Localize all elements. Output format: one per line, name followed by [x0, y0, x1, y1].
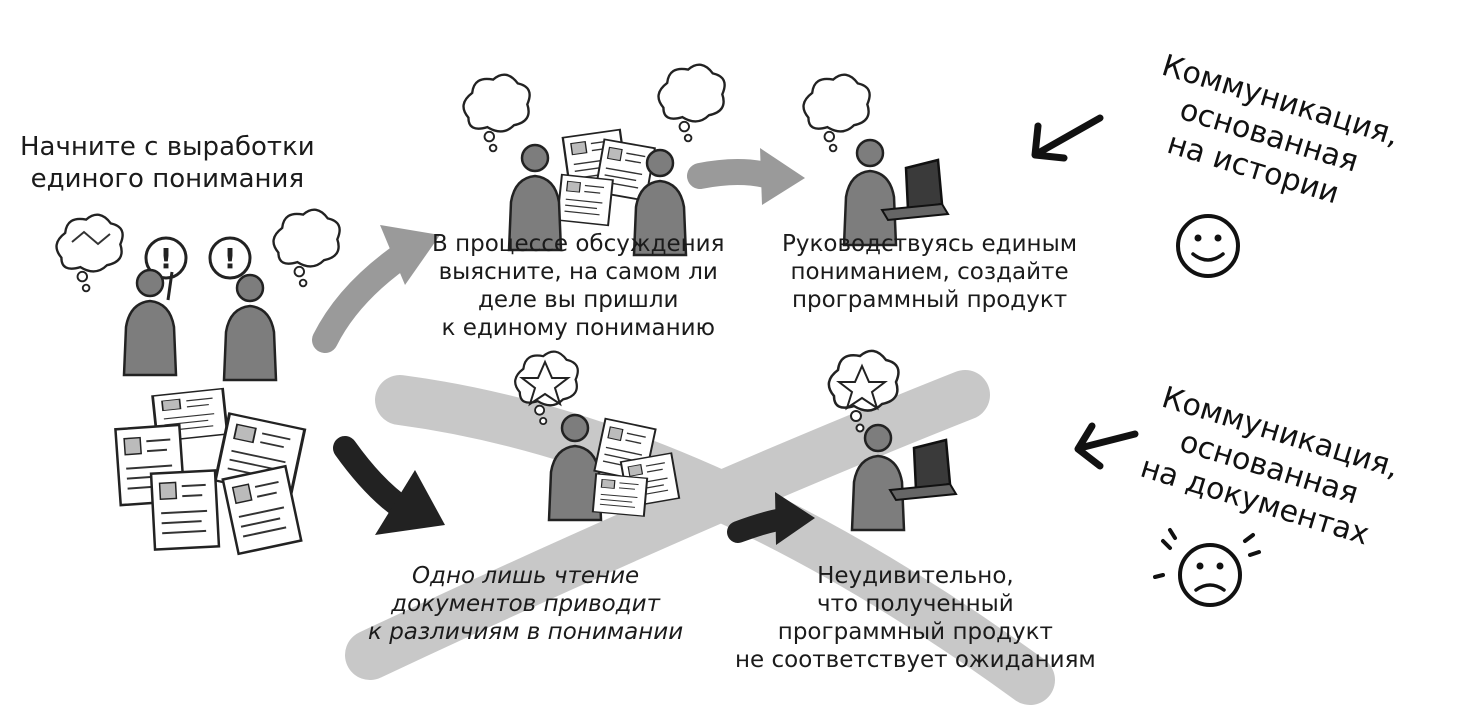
reading-line-3: к различиям в понимании — [368, 619, 684, 646]
story-pointer-arrow — [1031, 114, 1104, 162]
start-line-1: Начните с выработки — [20, 132, 315, 162]
smiley-face-icon — [1176, 214, 1240, 278]
arrow-to-discussion — [312, 225, 440, 353]
documents-pile-icon — [114, 387, 307, 556]
mismatch-cross — [345, 370, 1055, 705]
svg-text:!: ! — [224, 242, 237, 275]
discuss-line-3: деле вы пришли — [477, 287, 679, 314]
arrow-to-result — [727, 492, 815, 545]
guided-line-2: пониманием, создайте — [790, 259, 1069, 286]
arrow-to-product — [687, 148, 805, 205]
start-people-group: ! ! — [55, 208, 341, 382]
developer-scene-top — [802, 73, 950, 247]
unsurprising-line-3: программный продукт — [777, 619, 1053, 646]
unsurprising-line-4: не соответствует ожиданиям — [735, 647, 1096, 674]
start-caption: Начните с выработки единого понимания — [20, 132, 315, 195]
arrow-to-reading — [333, 436, 445, 535]
reading-line-2: документов приводит — [391, 591, 660, 618]
frowning-face-icon — [1153, 528, 1261, 607]
guided-caption: Руководствуясь единым пониманием, создай… — [782, 230, 1077, 314]
reading-line-1: Одно лишь чтение — [411, 563, 640, 589]
docs-pointer-arrow — [1074, 422, 1139, 470]
discussion-scene — [462, 63, 726, 257]
guided-line-3: программный продукт — [791, 287, 1068, 314]
unsurprising-caption: Неудивительно, что полученный программны… — [735, 562, 1096, 674]
discuss-caption: В процессе обсуждения выясните, на самом… — [432, 230, 724, 342]
unsurprising-line-1: Неудивительно, — [817, 563, 1014, 589]
discuss-line-2: выясните, на самом ли — [438, 259, 718, 286]
discuss-line-1: В процессе обсуждения — [432, 231, 725, 257]
reading-caption: Одно лишь чтение документов приводит к р… — [368, 562, 683, 646]
start-line-2: единого понимания — [30, 163, 305, 194]
developer-scene-bottom — [827, 349, 958, 532]
guided-line-1: Руководствуясь единым — [782, 231, 1078, 257]
svg-text:!: ! — [160, 242, 173, 275]
reader-scene — [514, 350, 681, 522]
discuss-line-4: к единому пониманию — [441, 315, 715, 342]
unsurprising-line-2: что полученный — [817, 591, 1014, 618]
